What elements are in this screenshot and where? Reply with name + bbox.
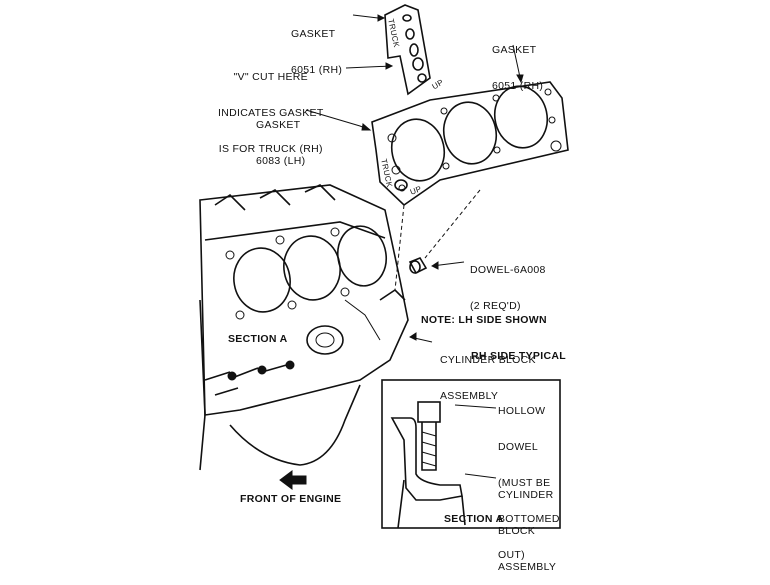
hollow-dowel-line-1: HOLLOW: [498, 405, 546, 417]
v-cut-label: "V" CUT HERE INDICATES GASKET IS FOR TRU…: [218, 47, 324, 167]
gasket-rh-top-label: GASKET 6051 (RH): [291, 4, 342, 88]
gasket-rh-top-line-1: GASKET: [291, 28, 336, 40]
section-a-inset-label: SECTION A: [444, 513, 504, 525]
cylinder-block-line-2: ASSEMBLY: [440, 390, 499, 402]
hollow-dowel-line-3: (MUST BE: [498, 477, 551, 489]
cylinder-block-inset-line-2: BLOCK: [498, 525, 536, 537]
gasket-rh-top-line-2: 6051 (RH): [291, 64, 343, 76]
gasket-rh-right-line-1: GASKET: [492, 44, 537, 56]
cylinder-block-inset-label: CYLINDER BLOCK ASSEMBLY: [498, 465, 556, 585]
alignment-line: [424, 189, 481, 259]
hollow-dowel-line-4: BOTTOMED: [498, 513, 560, 525]
cylinder-block-inset-line-3: ASSEMBLY: [498, 561, 557, 573]
gasket-lh-6083: [371, 81, 569, 207]
note-line-2: RH SIDE TYPICAL: [471, 350, 566, 362]
v-cut-line-3: IS FOR TRUCK (RH): [218, 143, 323, 155]
section-a-main-label: SECTION A: [228, 333, 288, 345]
gasket-installation-diagram: GASKET 6051 (RH) "V" CUT HERE INDICATES …: [199, 4, 569, 573]
dowel-label: DOWEL-6A008 (2 REQ'D): [470, 240, 546, 324]
hollow-dowel-line-2: DOWEL: [498, 441, 539, 453]
section-a-inset: [381, 379, 561, 529]
gasket-lh-label: GASKET 6083 (LH): [256, 95, 305, 179]
front-arrow: [279, 470, 307, 490]
cylinder-block-line-1: CYLINDER BLOCK: [440, 354, 536, 366]
cylinder-block-label: CYLINDER BLOCK ASSEMBLY: [440, 330, 536, 414]
note-line-1: NOTE: LH SIDE SHOWN: [421, 314, 547, 326]
diagram-artwork: [199, 4, 569, 529]
arrowheads: [361, 14, 524, 341]
dowel-line-1: DOWEL-6A008: [470, 264, 546, 276]
gasket-lh-line-2: 6083 (LH): [256, 155, 306, 167]
gasket-rh-right-label: GASKET 6051 (RH): [492, 20, 543, 104]
dowel-line-2: (2 REQ'D): [470, 300, 521, 312]
gasket-rh-right-line-2: 6051 (RH): [492, 80, 544, 92]
gasket-lh-line-1: GASKET: [256, 119, 301, 131]
cylinder-block: [199, 184, 409, 471]
gasket-rh-strip: [384, 4, 431, 96]
dowel-6a008: [408, 257, 428, 275]
alignment-line-2: [394, 204, 405, 291]
v-cut-line-2: INDICATES GASKET: [218, 107, 324, 119]
v-cut-line-1: "V" CUT HERE: [233, 71, 308, 83]
cylinder-block-inset-line-1: CYLINDER: [498, 489, 554, 501]
note-label: NOTE: LH SIDE SHOWN RH SIDE TYPICAL: [421, 290, 566, 374]
front-of-engine-label: FRONT OF ENGINE: [240, 493, 342, 505]
